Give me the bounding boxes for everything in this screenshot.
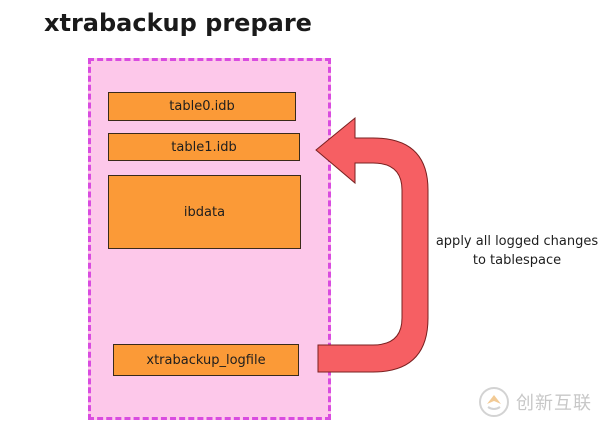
file-table1: table1.idb <box>108 133 300 161</box>
file-ibdata: ibdata <box>108 175 301 249</box>
file-logfile: xtrabackup_logfile <box>113 344 299 376</box>
watermark-text: 创新互联 <box>516 393 592 414</box>
apply-changes-label: apply all logged changes to tablespace <box>422 232 612 270</box>
u-turn-arrow-shape <box>315 116 429 373</box>
diagram-title: xtrabackup prepare <box>44 9 312 37</box>
file-table0: table0.idb <box>108 92 296 121</box>
watermark: 创新互联 <box>478 386 592 418</box>
label-line-1: apply all logged changes <box>435 234 599 249</box>
brand-logo-icon <box>479 387 509 417</box>
label-line-2: to tablespace <box>472 253 562 268</box>
